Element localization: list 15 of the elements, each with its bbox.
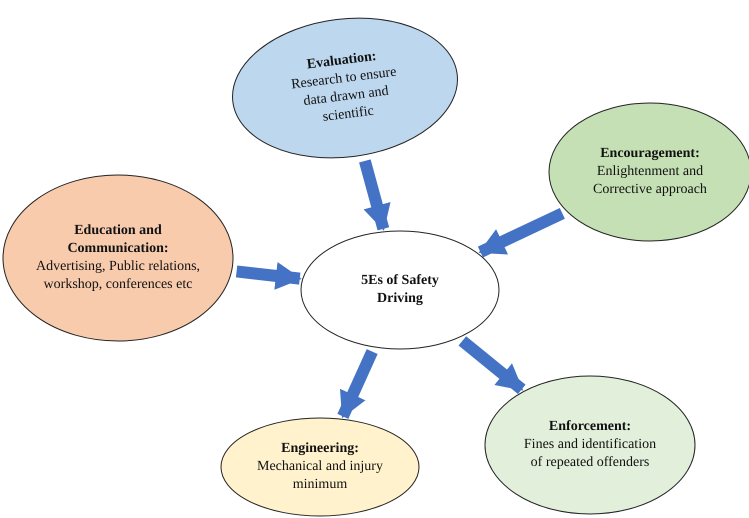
node-heading: Evaluation: [306, 48, 378, 72]
node-description: Enlightenment and Corrective approach [592, 162, 708, 200]
node-heading: Education and Communication: [66, 222, 170, 258]
arrow [458, 336, 526, 394]
node-heading: Enforcement: [548, 418, 632, 436]
node-heading: Engineering: [281, 440, 359, 458]
arrow [359, 159, 391, 231]
node-description: Mechanical and injury minimum [256, 458, 384, 494]
arrow [236, 262, 302, 290]
arrow [478, 208, 565, 258]
node-heading: Encouragement: [600, 144, 700, 163]
node-title: 5Es of Safety Driving [360, 272, 440, 308]
node-description: Fines and identification of repeated offenders [522, 436, 658, 472]
node-description: Advertising, Public relations, workshop, conferences etc [34, 258, 202, 294]
arrow [337, 349, 378, 419]
